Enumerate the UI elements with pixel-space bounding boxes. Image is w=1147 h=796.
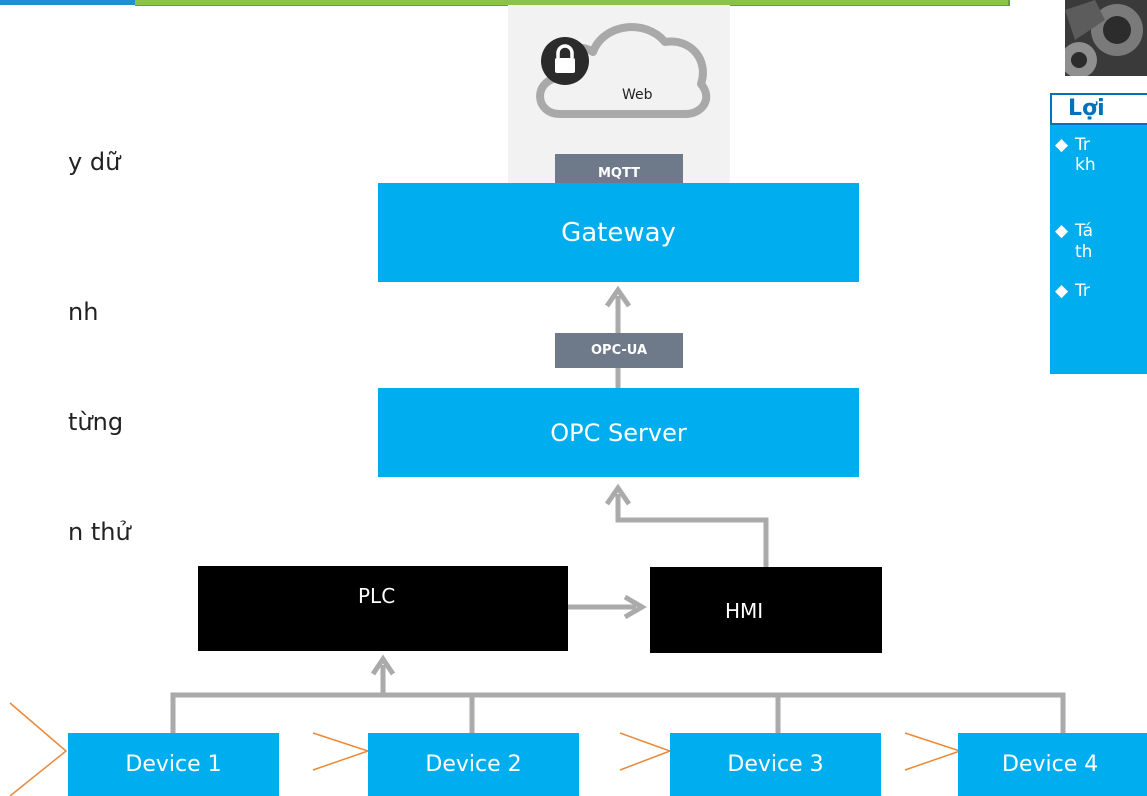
bullet-2-marker: ◆ <box>1055 221 1069 241</box>
bullet-3-line1: Tr <box>1075 281 1090 301</box>
chevron-2-icon <box>312 732 371 771</box>
bullet-2-line1: Tá <box>1075 221 1093 241</box>
left-text-line-3: từng <box>68 408 124 436</box>
left-text-line-2: nh <box>68 298 99 326</box>
gateway-box: Gateway <box>378 183 859 282</box>
arrowhead-plc <box>370 654 396 676</box>
top-accent-bar-blue <box>0 0 135 5</box>
chevron-3-icon <box>619 732 673 771</box>
device-bus-line <box>170 692 1066 733</box>
benefits-title: Lợi <box>1050 93 1147 125</box>
opcua-protocol-badge: OPC-UA <box>555 333 683 368</box>
device-1-box: Device 1 <box>68 733 279 796</box>
gear-image <box>1065 0 1147 76</box>
lock-icon <box>541 37 589 85</box>
plc-box: PLC <box>198 566 568 651</box>
chevron-4-icon <box>904 732 963 771</box>
device-2-box: Device 2 <box>368 733 579 796</box>
device-4-box: Device 4 <box>958 733 1147 796</box>
bullet-1-line2: kh <box>1075 155 1096 175</box>
cloud-icon <box>536 23 711 118</box>
left-text-line-4: n thử <box>68 518 131 546</box>
bullet-1-marker: ◆ <box>1055 135 1069 155</box>
opc-server-box: OPC Server <box>378 388 859 477</box>
arrowhead-gateway <box>604 285 632 308</box>
bullet-2-line2: th <box>1075 242 1093 262</box>
hmi-to-opc-line <box>615 494 769 568</box>
device-3-box: Device 3 <box>670 733 881 796</box>
web-label: Web <box>622 87 653 103</box>
bullet-3-marker: ◆ <box>1055 281 1069 301</box>
arrowhead-opc <box>604 483 632 506</box>
arrowhead-hmi <box>623 594 647 620</box>
hmi-box: HMI <box>650 567 882 653</box>
chevron-1-icon <box>9 702 68 796</box>
left-text-line-1: y dữ <box>68 148 121 176</box>
bullet-1-line1: Tr <box>1075 135 1090 155</box>
benefits-panel <box>1050 125 1147 374</box>
